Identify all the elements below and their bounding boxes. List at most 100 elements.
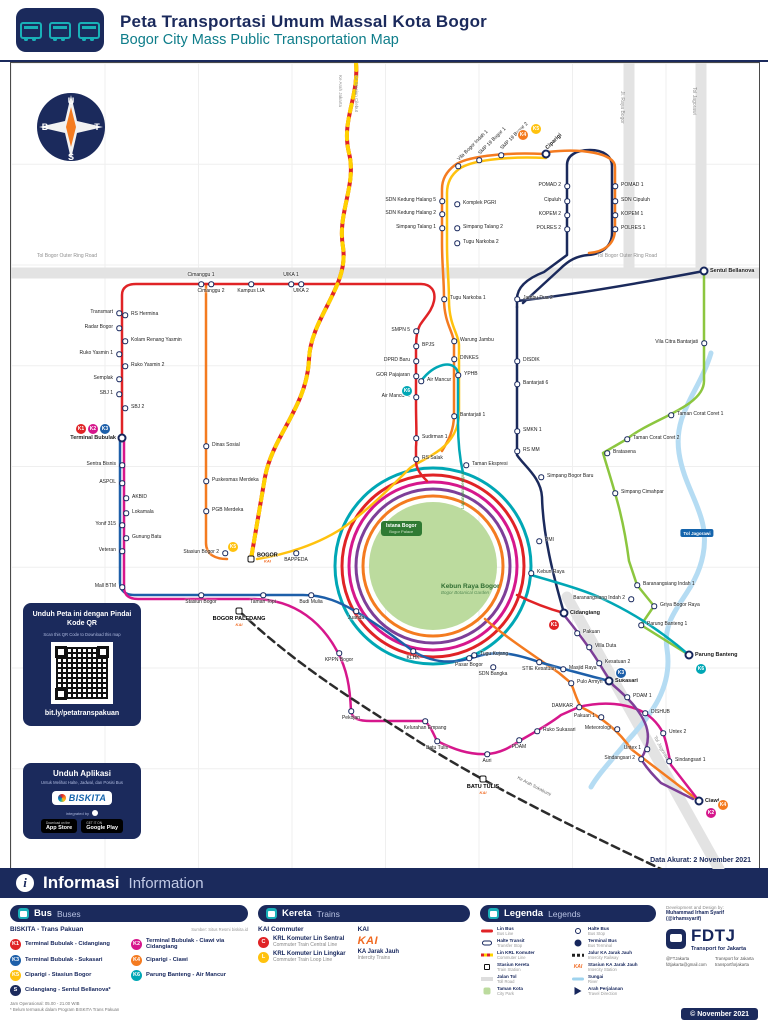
- station-dot: [514, 448, 520, 454]
- intercity-label-en: Intercity Trains: [357, 955, 391, 961]
- station-dot: [476, 157, 482, 163]
- map-route-orange-loop: [546, 149, 617, 255]
- route-badge-k5: K5: [531, 124, 541, 134]
- kai-intercity-block: KAI KAI KA Jarak Jauh Intercity Trains: [358, 926, 399, 966]
- station-dot: [439, 198, 445, 204]
- station-dot: [410, 648, 416, 654]
- map-river: [588, 350, 714, 790]
- map-ring-teal: [333, 466, 533, 666]
- station-label: Baranangsiang Indah 1: [643, 581, 695, 588]
- station-dot: [235, 607, 243, 615]
- station-label: Bantarjati 6: [523, 380, 549, 387]
- station-dot: [116, 376, 122, 382]
- station-label: Pakuan 1: [573, 713, 595, 720]
- station-dot: [413, 358, 419, 364]
- station-dot: [586, 644, 592, 650]
- route-badge-k3: K3: [100, 424, 110, 434]
- station-dot: [203, 508, 209, 514]
- route-badge: K1: [10, 938, 21, 950]
- map-area-label: Tol Bogor Outer Ring Road: [37, 253, 98, 259]
- kai-mark: KAI: [263, 559, 271, 564]
- route-badge-k1: K1: [76, 424, 86, 434]
- route-badge-k4: K4: [718, 800, 728, 810]
- station-dot: [116, 310, 122, 316]
- social-handle: @FTJakarta: [666, 956, 690, 961]
- station-dot: [466, 655, 472, 661]
- station-dot: [198, 281, 204, 287]
- route-badge-k5: K5: [228, 542, 238, 552]
- footer: Bus Buses BISKITA - Trans Pakuan Sumber:…: [0, 898, 768, 1024]
- station-label: Kesatuan 2: [605, 659, 631, 666]
- map-route-teal-north: [419, 363, 465, 475]
- info-subtitle: Information: [128, 874, 204, 892]
- station-label: Veteran: [98, 547, 116, 554]
- station-label: Batu Tulis: [426, 745, 448, 751]
- app-panel: Unduh Aplikasi Untuk Melihat Halte, Jadw…: [23, 763, 141, 839]
- station-label: Griya Bogor Raya: [660, 602, 700, 609]
- station-dot: [208, 281, 214, 287]
- station-dot: [451, 413, 457, 419]
- map-area-label: Ke Stasiun Cilebut: [354, 75, 359, 113]
- kai-commuter-heading: KAI Commuter: [258, 926, 304, 933]
- line-badge: L: [258, 951, 269, 963]
- fdtj-logo: FDTJ Transport for Jakarta: [666, 926, 758, 952]
- station-dot: [634, 582, 640, 588]
- station-dot: [116, 351, 122, 357]
- station-label: Ruko Yasmin 2: [131, 362, 165, 369]
- station-label: Bantarjati 1: [460, 412, 486, 419]
- station-label: SDN Cipuluh: [621, 197, 650, 204]
- station-label: Yonif 315: [95, 521, 116, 528]
- transit-modes-logo: [16, 8, 104, 52]
- krl-legend-icon: [480, 950, 494, 960]
- station-label: PGB Merdeka: [212, 507, 244, 514]
- station-label: Warung Jambu: [460, 337, 494, 344]
- map-area-label: Jl. Raya Bogor: [619, 91, 625, 124]
- station-label: Ciawi: [705, 797, 720, 804]
- station-dot: [119, 548, 125, 554]
- station-label: RS Salak: [422, 455, 443, 462]
- station-label: Tugu Kujang: [480, 651, 509, 658]
- station-label: SDN Kedung Halang 5: [385, 197, 436, 204]
- station-label: SBJ 2: [131, 404, 145, 411]
- station-dot: [116, 325, 122, 331]
- station-label: POMAD 2: [538, 182, 561, 189]
- station-label: SBJ 1: [99, 390, 113, 397]
- page-title: Peta Transportasi Umum Massal Kota Bogor: [120, 11, 487, 31]
- compass-w: B: [42, 122, 49, 132]
- station-dot: [248, 281, 254, 287]
- station-dot: [612, 226, 618, 232]
- legend-pill-icon: [488, 908, 499, 919]
- station-dot: [612, 198, 618, 204]
- station-dot: [560, 666, 566, 672]
- station-label: KLHK: [406, 655, 420, 661]
- station-dot: [568, 680, 574, 686]
- station-dot: [638, 622, 644, 628]
- station-dot: [612, 212, 618, 218]
- station-dot: [536, 538, 542, 544]
- intercity-label: KA Jarak Jauh: [357, 949, 400, 955]
- map-route-orange-west: [204, 282, 229, 561]
- map-sign: Tol Jagorawi: [680, 529, 714, 537]
- station-label: Cipuluh: [544, 197, 561, 204]
- station-label: Tugu Narkoba 2: [463, 239, 499, 246]
- copyright-badge: © November 2021: [681, 1008, 758, 1020]
- station-dot: [198, 592, 204, 598]
- route-badge-k4: K4: [518, 130, 528, 140]
- route-badge-k2: K2: [706, 808, 716, 818]
- map-area-label: Lapangan Sempur: [460, 471, 465, 509]
- bus-note: Jam Operasional: 05.00 - 21.00 WIB: [10, 1000, 80, 1006]
- station-dot: [413, 328, 419, 334]
- route-label: Terminal Bubulak - Ciawi via Cidangiang: [146, 938, 225, 951]
- station-dot: [451, 356, 457, 362]
- station-label: SMKN 1: [523, 427, 542, 434]
- legend-section-header: Legenda Legends: [480, 905, 656, 922]
- station-dot: [564, 198, 570, 204]
- app-subtitle: Untuk Melihat Halte, Jadwal, dan Posisi …: [41, 780, 123, 785]
